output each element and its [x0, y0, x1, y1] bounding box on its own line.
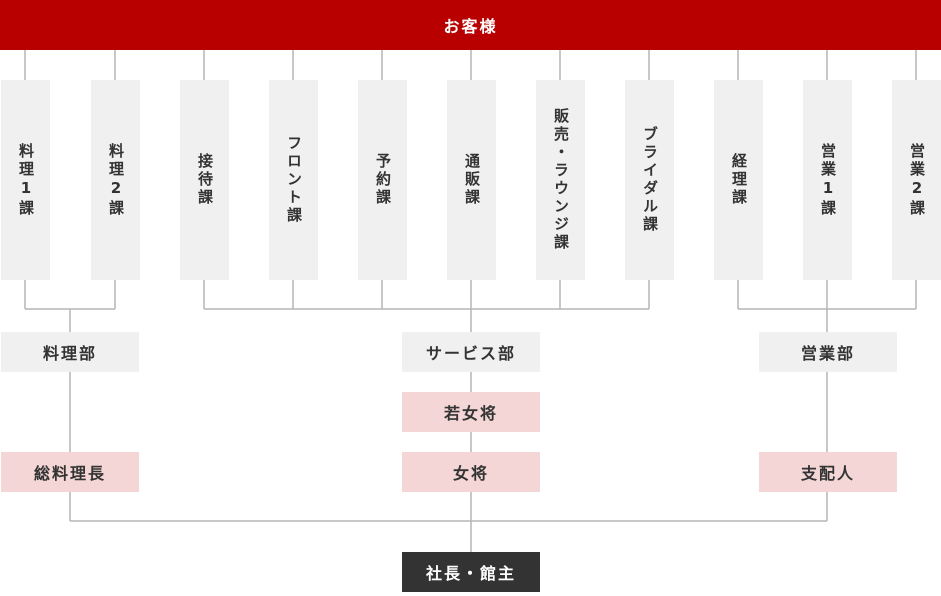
section-label: 販売・ラウンジ課 [552, 108, 570, 252]
section-label: 営業2課 [908, 142, 926, 218]
role-manager: 支配人 [759, 452, 897, 492]
section-sales-lounge: 販売・ラウンジ課 [536, 80, 585, 280]
section-label: 経理課 [730, 153, 748, 207]
role-young-okami: 若女将 [402, 392, 540, 432]
role-head-chef: 総料理長 [1, 452, 139, 492]
section-reception: 接待課 [180, 80, 229, 280]
customer-bar: お客様 [0, 0, 941, 50]
section-label: 料理1課 [17, 142, 35, 218]
section-label: フロント課 [285, 135, 303, 225]
section-label: 営業1課 [819, 142, 837, 218]
section-accounting: 経理課 [714, 80, 763, 280]
section-sales-1: 営業1課 [803, 80, 852, 280]
dept-cooking: 料理部 [1, 332, 139, 372]
dept-sales: 営業部 [759, 332, 897, 372]
section-label: ブライダル課 [641, 126, 659, 234]
dept-service: サービス部 [402, 332, 540, 372]
section-cooking-2: 料理2課 [91, 80, 140, 280]
section-sales-2: 営業2課 [892, 80, 941, 280]
section-cooking-1: 料理1課 [1, 80, 50, 280]
section-front: フロント課 [269, 80, 318, 280]
role-okami: 女将 [402, 452, 540, 492]
section-label: 通販課 [463, 153, 481, 207]
role-president: 社長・館主 [402, 552, 540, 592]
section-label: 接待課 [196, 153, 214, 207]
section-bridal: ブライダル課 [625, 80, 674, 280]
section-reservation: 予約課 [358, 80, 407, 280]
section-mail-order: 通販課 [447, 80, 496, 280]
section-label: 予約課 [374, 153, 392, 207]
section-label: 料理2課 [107, 142, 125, 218]
